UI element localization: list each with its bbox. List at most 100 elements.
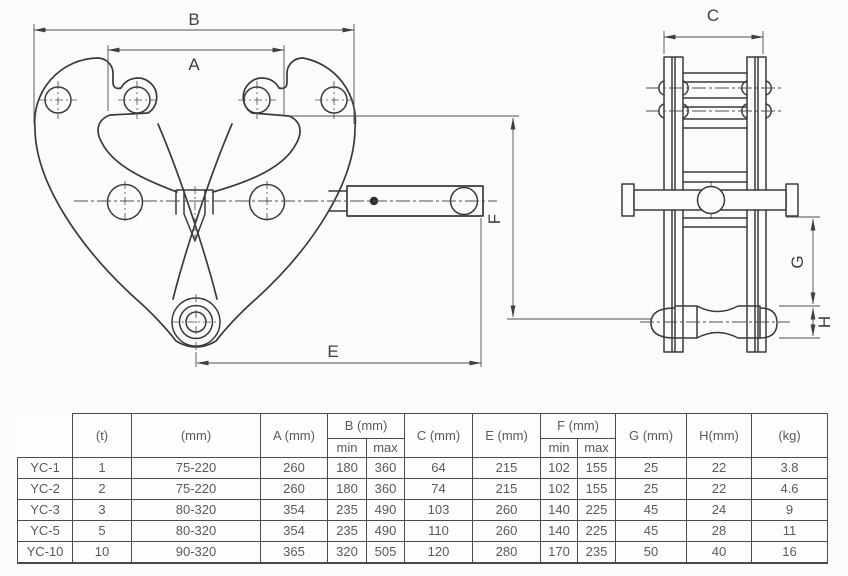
cell-fmin: 140 bbox=[540, 499, 579, 521]
cell-a: 260 bbox=[260, 478, 328, 500]
cell-fmax: 225 bbox=[577, 499, 617, 521]
dim-label-h: H bbox=[815, 316, 834, 328]
cell-fmax: 235 bbox=[577, 541, 617, 564]
dimensions: B A E C F G H bbox=[33, 6, 834, 367]
cell-kg: 9 bbox=[751, 499, 829, 521]
dim-label-e: E bbox=[327, 342, 338, 361]
cell-bmin: 320 bbox=[327, 541, 367, 564]
cell-e: 215 bbox=[472, 457, 542, 479]
col-header-capacity: (t) bbox=[72, 413, 132, 458]
cell-a: 354 bbox=[260, 499, 328, 521]
table-row-yc5: YC-5 5 80-320 354 235 490 110 260 140 22… bbox=[17, 520, 829, 542]
cell-fmax: 155 bbox=[577, 457, 617, 479]
cell-capacity: 1 bbox=[72, 457, 132, 479]
cell-e: 260 bbox=[472, 499, 542, 521]
corner-blank-cell bbox=[18, 414, 73, 458]
cell-bmin: 235 bbox=[327, 520, 367, 542]
cell-model: YC-1 bbox=[17, 457, 73, 479]
cell-g: 45 bbox=[615, 520, 688, 542]
col-header-range: (mm) bbox=[131, 413, 261, 458]
cell-a: 260 bbox=[260, 457, 328, 479]
jaw-left-hook bbox=[96, 57, 178, 193]
subheader-row: min max min max bbox=[18, 438, 828, 458]
cell-model: YC-2 bbox=[17, 478, 73, 500]
tbar-cap-left bbox=[621, 183, 635, 217]
cell-model: YC-3 bbox=[17, 499, 73, 521]
col-header-c: C (mm) bbox=[404, 413, 474, 458]
table-row-yc2: YC-2 2 75-220 260 180 360 74 215 102 155… bbox=[17, 478, 829, 500]
col-header-b-max: max bbox=[365, 438, 406, 458]
cross-members bbox=[682, 72, 748, 228]
cell-a: 354 bbox=[260, 520, 328, 542]
screw-stub bbox=[328, 190, 348, 212]
dim-label-c: C bbox=[707, 6, 719, 25]
beam-clamp-drawing: B A E C F G H bbox=[33, 6, 834, 367]
cell-g: 45 bbox=[615, 499, 688, 521]
cell-kg: 16 bbox=[751, 541, 829, 564]
cell-capacity: 2 bbox=[72, 478, 132, 500]
col-header-e: E (mm) bbox=[472, 413, 542, 458]
col-header-b-min: min bbox=[327, 438, 367, 458]
cell-bmax: 505 bbox=[365, 541, 406, 564]
dim-label-a: A bbox=[188, 55, 200, 74]
cell-bmax: 360 bbox=[365, 457, 406, 479]
cell-fmin: 102 bbox=[540, 478, 579, 500]
col-header-g: G (mm) bbox=[615, 413, 688, 458]
cell-h: 22 bbox=[686, 457, 753, 479]
table-row-yc1: YC-1 1 75-220 260 180 360 64 215 102 155… bbox=[17, 457, 829, 479]
cell-bmax: 490 bbox=[365, 499, 406, 521]
cell-bmin: 180 bbox=[327, 478, 367, 500]
cell-c: 74 bbox=[404, 478, 474, 500]
tbar-cap-right bbox=[785, 183, 799, 217]
body-outline bbox=[33, 57, 357, 348]
nut-block bbox=[175, 189, 214, 242]
cell-h: 24 bbox=[686, 499, 753, 521]
header-row: (t) (mm) A (mm) B (mm) C (mm) E (mm) F (… bbox=[18, 413, 829, 458]
cell-kg: 3.8 bbox=[751, 457, 829, 479]
cell-e: 215 bbox=[472, 478, 542, 500]
cell-range: 80-320 bbox=[131, 520, 261, 542]
cell-capacity: 10 bbox=[72, 541, 132, 564]
cell-c: 64 bbox=[404, 457, 474, 479]
col-header-f-max: max bbox=[577, 438, 617, 458]
cell-a: 365 bbox=[260, 541, 328, 564]
cell-bmin: 180 bbox=[327, 457, 367, 479]
side-view bbox=[621, 56, 799, 353]
cell-e: 280 bbox=[472, 541, 542, 564]
cell-capacity: 5 bbox=[72, 520, 132, 542]
cell-kg: 11 bbox=[751, 520, 829, 542]
cell-c: 120 bbox=[404, 541, 474, 564]
cell-range: 80-320 bbox=[131, 499, 261, 521]
extension-lines bbox=[33, 24, 820, 367]
cell-range: 75-220 bbox=[131, 478, 261, 500]
cell-range: 90-320 bbox=[131, 541, 261, 564]
cell-fmax: 225 bbox=[577, 520, 617, 542]
front-view bbox=[33, 57, 712, 352]
dim-label-b: B bbox=[188, 10, 199, 29]
hole-centerlines bbox=[39, 81, 712, 352]
table-row-yc10: YC-10 10 90-320 365 320 505 120 280 170 … bbox=[17, 541, 829, 564]
cell-c: 110 bbox=[404, 520, 474, 542]
cell-h: 22 bbox=[686, 478, 753, 500]
col-header-a: A (mm) bbox=[260, 413, 328, 458]
screw-boss bbox=[696, 185, 726, 215]
cell-fmin: 140 bbox=[540, 520, 579, 542]
dim-label-g: G bbox=[788, 255, 807, 268]
spec-table: (t) (mm) A (mm) B (mm) C (mm) E (mm) F (… bbox=[17, 413, 829, 564]
cell-range: 75-220 bbox=[131, 457, 261, 479]
cell-capacity: 3 bbox=[72, 499, 132, 521]
cell-g: 25 bbox=[615, 457, 688, 479]
cell-kg: 4.6 bbox=[751, 478, 829, 500]
cell-fmin: 170 bbox=[540, 541, 579, 564]
cell-g: 50 bbox=[615, 541, 688, 564]
cell-h: 28 bbox=[686, 520, 753, 542]
cell-bmax: 490 bbox=[365, 520, 406, 542]
col-header-f-min: min bbox=[540, 438, 579, 458]
dim-label-f: F bbox=[485, 214, 504, 224]
cell-h: 40 bbox=[686, 541, 753, 564]
cell-c: 103 bbox=[404, 499, 474, 521]
col-header-h: H(mm) bbox=[686, 413, 753, 458]
col-header-kg: (kg) bbox=[751, 413, 829, 458]
jaw-right-hook bbox=[212, 57, 304, 193]
